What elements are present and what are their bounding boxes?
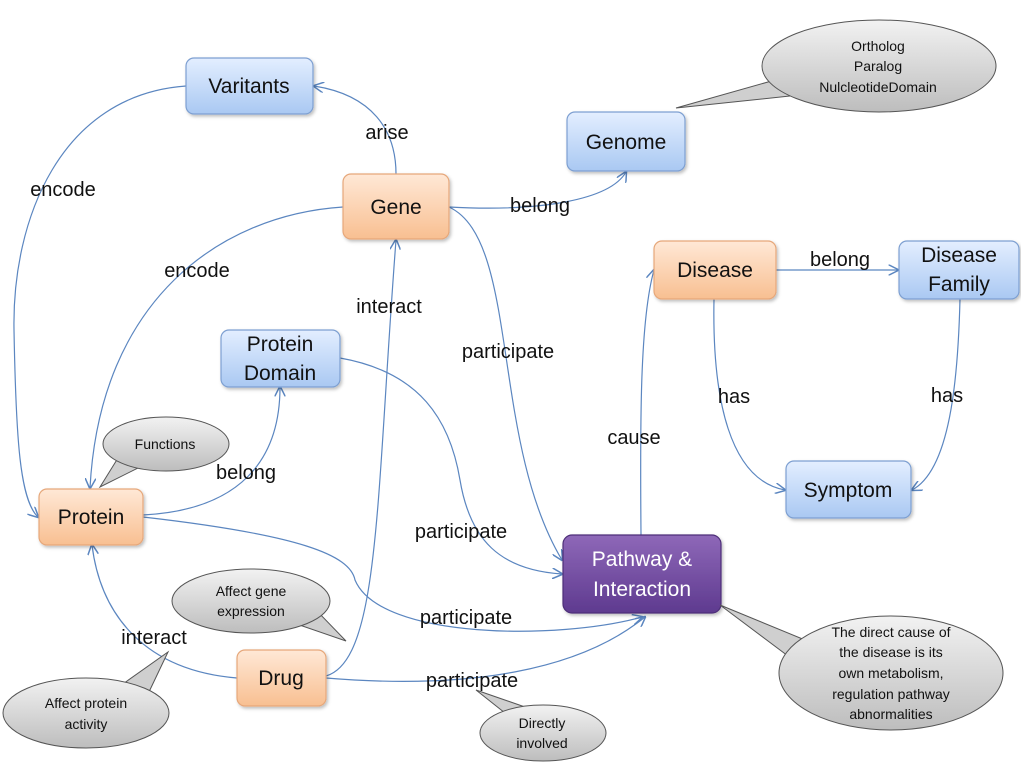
node-pathway-interaction[interactable]: Pathway & Interaction (562, 534, 722, 614)
node-protein-label: Protein (58, 506, 125, 529)
callout-cause-line-1: The direct cause of (831, 624, 950, 640)
node-disease-family[interactable]: Disease Family (898, 240, 1020, 300)
edge-drug-pathway (325, 617, 645, 682)
node-protein-domain[interactable]: Protein Domain (220, 329, 341, 388)
callout-gene-expression-line-1: Affect gene (216, 583, 287, 599)
callout-directly-line-1: Directly (519, 715, 566, 731)
callout-disease-cause: The direct cause of the disease is its o… (719, 604, 1004, 731)
edge-domain-pathway (339, 357, 562, 574)
edge-disease-symptom (713, 298, 785, 490)
edge-label-participate-protein: participate (420, 607, 512, 629)
callout-directly-line-2: involved (516, 735, 567, 751)
callout-gene-expression-line-2: expression (217, 603, 285, 619)
callout-cause-line-2: the disease is its (839, 644, 943, 660)
edge-gene-protein (90, 206, 344, 488)
edges (13, 85, 961, 682)
node-disease-family-label-1: Disease (921, 244, 997, 267)
node-protein-domain-label-2: Domain (244, 362, 316, 385)
edge-label-interact-gene: interact (356, 296, 422, 318)
edge-family-symptom (912, 298, 961, 490)
edge-label-cause: cause (607, 427, 660, 449)
edge-gene-genome (448, 172, 626, 209)
callout-directly-involved: Directly involved (475, 689, 607, 762)
edge-label-belong-family: belong (810, 249, 870, 271)
edge-label-has-family: has (931, 385, 963, 407)
edge-label-encode-gene: encode (164, 260, 230, 282)
node-drug-label: Drug (258, 667, 304, 690)
node-genome-label: Genome (586, 131, 667, 154)
callout-cause-line-4: regulation pathway (832, 686, 950, 702)
node-gene[interactable]: Gene (342, 173, 450, 240)
edge-label-participate-drug: participate (426, 670, 518, 692)
node-varitants-label: Varitants (208, 75, 289, 98)
edge-label-participate-domain: participate (415, 521, 507, 543)
edge-label-encode-varitants: encode (30, 179, 96, 201)
edge-varitants-protein (13, 85, 187, 517)
edge-gene-pathway (448, 206, 562, 560)
node-protein[interactable]: Protein (38, 488, 144, 546)
edge-drug-gene (325, 240, 396, 677)
callout-cause-line-3: own metabolism, (838, 665, 943, 681)
edge-protein-pathway (142, 516, 642, 632)
node-symptom[interactable]: Symptom (785, 460, 912, 519)
node-drug[interactable]: Drug (236, 649, 327, 707)
callout-genome-line-3: NulcleotideDomain (819, 79, 937, 95)
node-gene-label: Gene (370, 196, 421, 219)
callout-protein-activity: Affect protein activity (2, 650, 170, 749)
edge-label-belong-domain: belong (216, 462, 276, 484)
node-symptom-label: Symptom (804, 479, 893, 502)
node-disease-family-label-2: Family (928, 273, 990, 296)
edge-label-arise: arise (365, 122, 408, 144)
callout-functions-line-1: Functions (135, 436, 196, 452)
callouts: Ortholog Paralog NulcleotideDomain Funct… (2, 19, 1004, 762)
callout-genome-note: Ortholog Paralog NulcleotideDomain (675, 19, 997, 113)
edge-label-has-disease: has (718, 386, 750, 408)
callout-protein-functions: Functions (98, 416, 230, 489)
callout-genome-line-2: Paralog (854, 58, 902, 74)
node-protein-domain-label-1: Protein (247, 333, 314, 356)
node-disease-label: Disease (677, 259, 753, 282)
edge-drug-protein (92, 545, 238, 679)
edge-protein-domain (142, 387, 280, 516)
node-disease[interactable]: Disease (653, 240, 777, 300)
edge-label-interact-protein: interact (121, 627, 187, 649)
node-genome[interactable]: Genome (566, 111, 686, 172)
node-pathway-label-1: Pathway & (592, 548, 692, 571)
callout-cause-line-5: abnormalities (849, 706, 932, 722)
edge-gene-varitants (314, 86, 397, 175)
callout-gene-expression: Affect gene expression (171, 568, 347, 642)
edge-pathway-disease (640, 270, 654, 536)
callout-protein-activity-line-2: activity (65, 716, 108, 732)
edge-label-participate-gene: participate (462, 341, 554, 363)
node-varitants[interactable]: Varitants (185, 57, 314, 115)
callout-protein-activity-line-1: Affect protein (45, 695, 127, 711)
nodes: Varitants Genome Gene Disease Disease Fa… (38, 57, 1020, 707)
edge-labels: arise encode encode belong belong intera… (30, 122, 963, 692)
node-pathway-label-2: Interaction (593, 578, 691, 601)
edge-label-belong-genome: belong (510, 195, 570, 217)
callout-genome-line-1: Ortholog (851, 38, 905, 54)
